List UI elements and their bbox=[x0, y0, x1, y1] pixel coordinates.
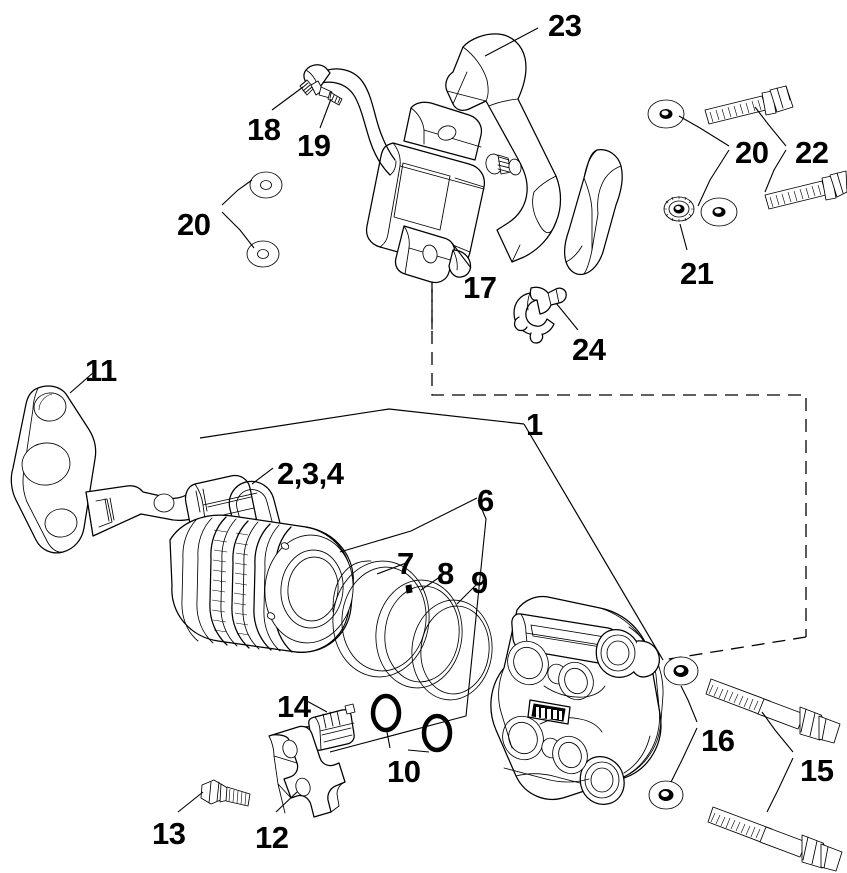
callout-18: 18 bbox=[247, 112, 281, 147]
callout-20-upper-right: 20 bbox=[735, 135, 769, 170]
callout-16: 16 bbox=[701, 723, 735, 758]
hex-flange-screw-part-22 bbox=[704, 85, 847, 210]
hex-head-bolt-part-15 bbox=[705, 678, 843, 872]
callout-23: 23 bbox=[548, 8, 582, 43]
throttle-position-sensor-parts-2-3-4 bbox=[85, 474, 354, 653]
callout-2-3-4: 2,3,4 bbox=[277, 456, 344, 491]
callout-24: 24 bbox=[572, 332, 606, 367]
callout-8: 8 bbox=[437, 556, 454, 591]
coil-terminal bbox=[485, 153, 522, 176]
callout-1: 1 bbox=[526, 407, 543, 442]
o-ring-part-8 bbox=[375, 579, 463, 689]
callout-14: 14 bbox=[277, 689, 311, 724]
callout-19: 19 bbox=[297, 128, 331, 163]
terminal-stud-19 bbox=[318, 86, 343, 106]
flat-washer-part-20-upper-left bbox=[246, 171, 283, 268]
spark-plug-boot-part-23 bbox=[445, 33, 623, 276]
o-ring-seal-part-10 bbox=[370, 693, 453, 753]
callout-20-upper-left: 20 bbox=[177, 207, 211, 242]
mounting-bracket-part-12 bbox=[268, 725, 346, 818]
group-1-dashed-boundary bbox=[431, 268, 807, 661]
gasket-part-11 bbox=[10, 385, 97, 554]
callout-21: 21 bbox=[680, 256, 714, 291]
o-ring-part-9 bbox=[411, 599, 493, 701]
hex-flange-bolt-part-13 bbox=[200, 779, 251, 807]
retaining-clip-part-24 bbox=[513, 286, 567, 344]
throttle-body-housing-part-6 bbox=[490, 595, 664, 805]
callout-9: 9 bbox=[471, 565, 488, 600]
callout-15: 15 bbox=[800, 753, 834, 788]
callout-22: 22 bbox=[795, 135, 829, 170]
callout-10: 10 bbox=[387, 754, 421, 789]
callout-6: 6 bbox=[477, 483, 494, 518]
callout-7: 7 bbox=[397, 546, 414, 581]
callout-17: 17 bbox=[463, 270, 497, 305]
callout-12: 12 bbox=[255, 820, 289, 855]
coil-lead-wire-parts-18-19 bbox=[299, 64, 397, 176]
flat-washer-part-20-upper-right bbox=[647, 99, 738, 227]
leader-lines bbox=[69, 27, 794, 813]
ignition-coil-part-17 bbox=[365, 101, 522, 331]
callout-11: 11 bbox=[85, 353, 117, 388]
washer-part-16 bbox=[648, 656, 699, 810]
callout-13: 13 bbox=[152, 816, 186, 851]
lock-washer-part-21 bbox=[663, 196, 695, 222]
